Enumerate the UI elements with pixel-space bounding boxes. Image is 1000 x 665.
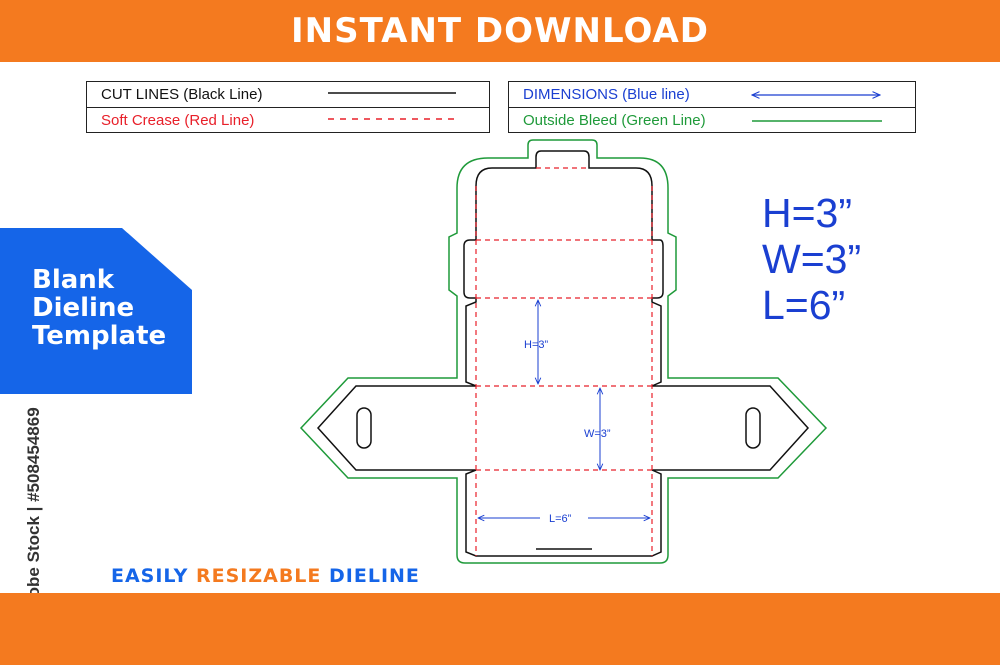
crease-lines — [475, 167, 653, 556]
legend-dim-label: DIMENSIONS (Blue line) — [523, 85, 690, 103]
legend-divider — [87, 107, 489, 108]
handle-slot-left — [356, 407, 372, 449]
summary-length: L=6” — [762, 282, 846, 328]
tagline-part-3: DIELINE — [329, 565, 420, 587]
tagline-part-2: RESIZABLE — [195, 565, 322, 587]
handle-slot-right — [745, 407, 761, 449]
summary-width: W=3” — [762, 236, 862, 282]
legend-right: DIMENSIONS (Blue line) Outside Bleed (Gr… — [508, 81, 916, 133]
dim-length-label: L=6” — [549, 513, 572, 525]
badge-text: Blank Dieline Template — [32, 266, 166, 350]
legend-outside-bleed: Outside Bleed (Green Line) — [509, 108, 915, 132]
bottom-banner — [0, 593, 1000, 665]
legend-soft-crease: Soft Crease (Red Line) — [87, 108, 489, 132]
dim-height-label: H=3” — [524, 339, 548, 351]
cut-outline — [316, 150, 810, 557]
top-banner: INSTANT DOWNLOAD — [0, 0, 1000, 62]
legend-dimensions: DIMENSIONS (Blue line) — [509, 82, 915, 106]
banner-title: INSTANT DOWNLOAD — [290, 11, 709, 51]
bleed-outline — [299, 139, 828, 564]
legend-cut-label: CUT LINES (Black Line) — [101, 85, 263, 103]
stock-id-text: Adobe Stock | #508454869 — [24, 407, 43, 620]
dimension-summary: H=3” W=3” L=6” — [762, 190, 861, 328]
summary-height: H=3” — [762, 190, 853, 236]
dim-width-label: W=3” — [584, 428, 611, 440]
tagline: EASILY RESIZABLE DIELINE — [111, 565, 420, 587]
badge-line-2: Dieline — [32, 293, 135, 323]
tagline-part-1: EASILY — [111, 565, 189, 587]
legend-cut-lines: CUT LINES (Black Line) — [87, 82, 489, 106]
legend-left: CUT LINES (Black Line) Soft Crease (Red … — [86, 81, 490, 133]
badge-line-1: Blank — [32, 265, 115, 295]
legend-crease-label: Soft Crease (Red Line) — [101, 111, 255, 129]
badge-line-3: Template — [32, 321, 167, 351]
legend-divider-right — [509, 107, 915, 108]
legend-bleed-label: Outside Bleed (Green Line) — [523, 111, 706, 129]
badge-shape — [0, 228, 192, 394]
